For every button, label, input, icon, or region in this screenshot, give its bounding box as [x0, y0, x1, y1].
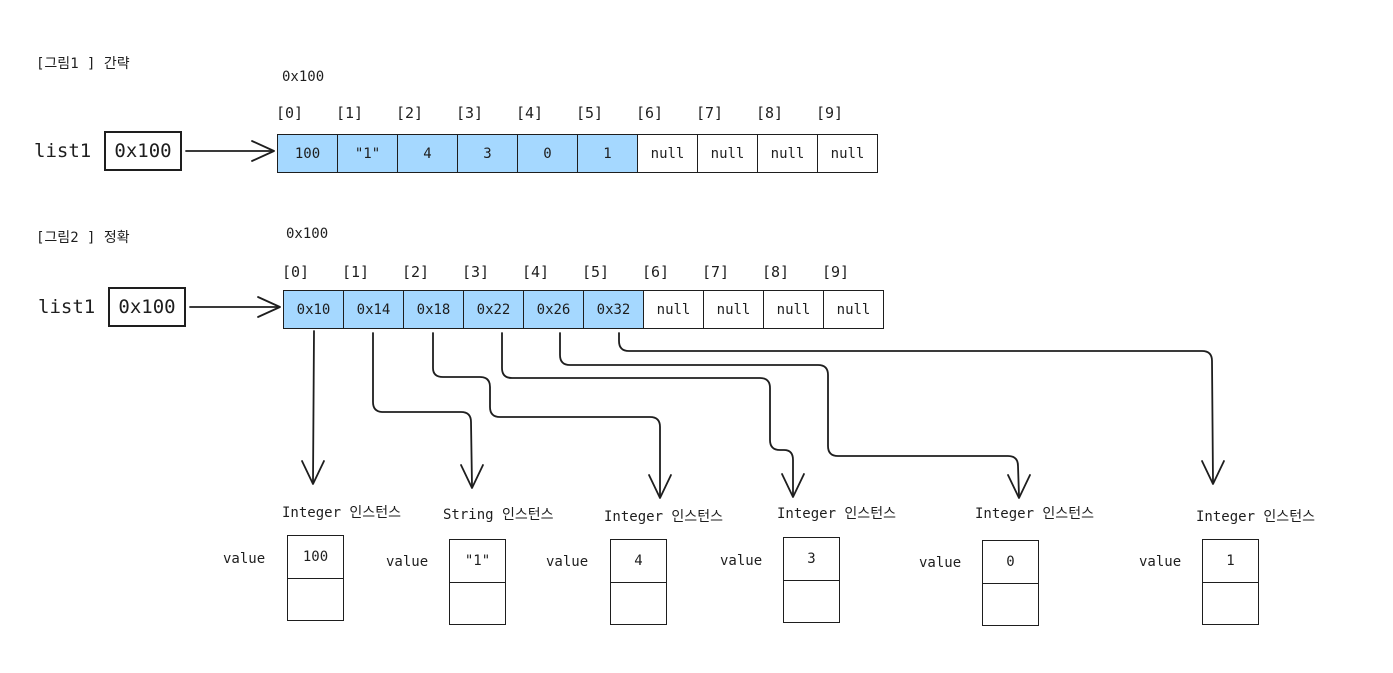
figure1-variable-name: list1	[34, 140, 92, 162]
instance-2-value-label: value	[546, 554, 589, 570]
figure2-index-9: [9]	[822, 263, 850, 281]
instance-0-value: 100	[288, 536, 343, 579]
instance-1-value: "1"	[450, 540, 505, 583]
instance-4-value-label: value	[919, 555, 962, 571]
instance-2-box: 4	[610, 539, 667, 625]
instance-0-title: Integer 인스턴스	[282, 505, 401, 521]
instance-5-box: 1	[1202, 539, 1259, 625]
element-3-to-instance-arrow	[501, 332, 805, 498]
figure1-cell-1: "1"	[337, 134, 398, 173]
figure2-reference-arrow	[189, 296, 281, 318]
figure2-cell-9: null	[823, 290, 884, 329]
figure2-array-address: 0x100	[286, 226, 329, 242]
instance-4-title: Integer 인스턴스	[975, 506, 1094, 522]
figure1-cell-0: 100	[277, 134, 338, 173]
instance-0-value-label: value	[223, 551, 266, 567]
figure1-index-8: [8]	[756, 104, 784, 122]
figure1-cell-2: 4	[397, 134, 458, 173]
figure2-cell-1: 0x14	[343, 290, 404, 329]
instance-3-value: 3	[784, 538, 839, 581]
element-2-to-instance-arrow	[432, 332, 672, 499]
figure2-cell-4: 0x26	[523, 290, 584, 329]
instance-5-value: 1	[1203, 540, 1258, 583]
instance-1-title: String 인스턴스	[443, 507, 554, 523]
figure1-index-1: [1]	[336, 104, 364, 122]
instance-0-box: 100	[287, 535, 344, 621]
element-0-to-instance-arrow	[301, 330, 325, 485]
figure1-index-7: [7]	[696, 104, 724, 122]
instance-4-value: 0	[983, 541, 1038, 584]
instance-5-title: Integer 인스턴스	[1196, 509, 1315, 525]
instance-2-value: 4	[611, 540, 666, 583]
figure1-index-5: [5]	[576, 104, 604, 122]
figure1-cell-4: 0	[517, 134, 578, 173]
figure2-caption: [그림2 ] 정확	[36, 230, 130, 246]
instance-3-title: Integer 인스턴스	[777, 506, 896, 522]
figure2-cell-0: 0x10	[283, 290, 344, 329]
figure2-variable-name: list1	[38, 296, 96, 318]
figure2-cell-2: 0x18	[403, 290, 464, 329]
figure2-index-8: [8]	[762, 263, 790, 281]
figure2-index-1: [1]	[342, 263, 370, 281]
element-5-to-instance-arrow	[618, 332, 1225, 485]
instance-1-box: "1"	[449, 539, 506, 625]
figure2-index-0: [0]	[282, 263, 310, 281]
figure1-index-3: [3]	[456, 104, 484, 122]
figure1-pointer-box: 0x100	[104, 131, 182, 171]
figure2-index-5: [5]	[582, 263, 610, 281]
element-4-to-instance-arrow	[559, 332, 1031, 499]
figure1-cell-9: null	[817, 134, 878, 173]
figure1-index-4: [4]	[516, 104, 544, 122]
instance-3-box: 3	[783, 537, 840, 623]
figure2-index-6: [6]	[642, 263, 670, 281]
element-1-to-instance-arrow	[372, 332, 484, 489]
figure1-array-address: 0x100	[282, 69, 325, 85]
figure1-reference-arrow	[185, 140, 275, 162]
figure1-cell-3: 3	[457, 134, 518, 173]
figure1-cell-5: 1	[577, 134, 638, 173]
figure2-index-2: [2]	[402, 263, 430, 281]
figure1-index-0: [0]	[276, 104, 304, 122]
instance-1-value-label: value	[386, 554, 429, 570]
figure1-index-2: [2]	[396, 104, 424, 122]
instance-5-value-label: value	[1139, 554, 1182, 570]
figure2-index-3: [3]	[462, 263, 490, 281]
figure2-index-7: [7]	[702, 263, 730, 281]
figure2-pointer-box: 0x100	[108, 287, 186, 327]
figure2-index-4: [4]	[522, 263, 550, 281]
figure1-index-6: [6]	[636, 104, 664, 122]
instance-4-box: 0	[982, 540, 1039, 626]
instance-3-value-label: value	[720, 553, 763, 569]
instance-2-title: Integer 인스턴스	[604, 509, 723, 525]
figure1-caption: [그림1 ] 간략	[36, 56, 130, 72]
figure1-index-9: [9]	[816, 104, 844, 122]
